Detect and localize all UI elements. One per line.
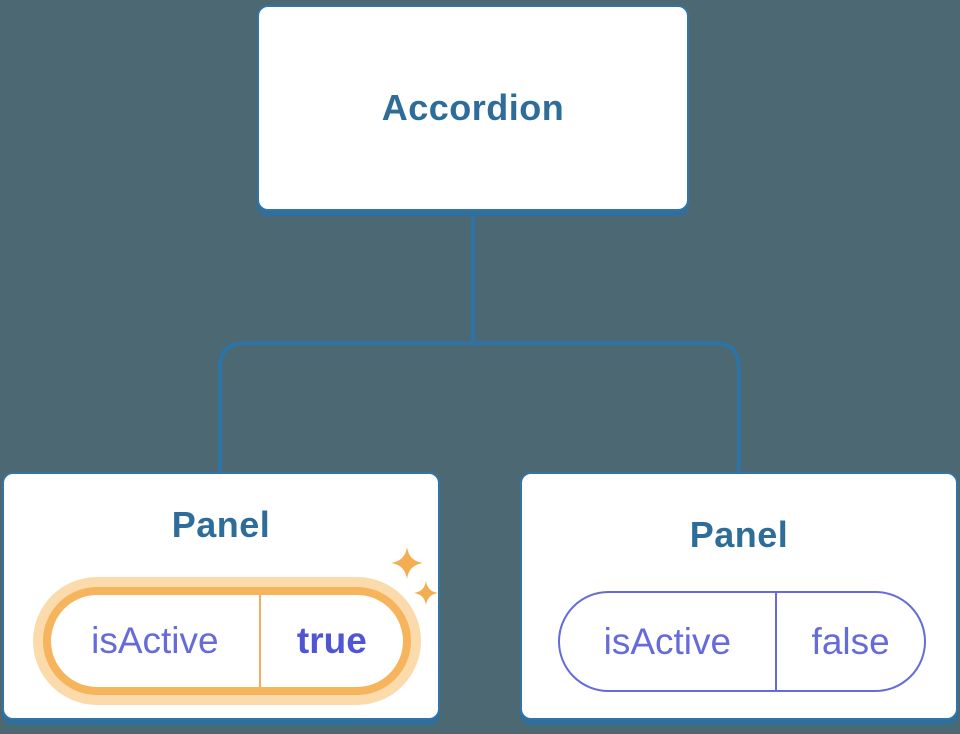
- pill-divider: [774, 593, 778, 690]
- state-pill-inactive: isActive false: [558, 591, 926, 692]
- panel-node-active: Panel isActive true: [2, 472, 440, 720]
- state-key-label: isActive: [91, 620, 219, 661]
- accordion-node-label: Accordion: [381, 87, 565, 128]
- accordion-node: Accordion: [257, 5, 689, 211]
- state-value: false: [811, 620, 890, 662]
- panel-title: Panel: [171, 504, 271, 545]
- panel-title: Panel: [689, 514, 789, 555]
- state-pill-active: isActive true: [43, 587, 411, 695]
- sparkle-large: [391, 547, 423, 579]
- connector-branch: [218, 341, 741, 476]
- pill-divider: [258, 595, 261, 687]
- sparkles-icon: [391, 547, 438, 605]
- panel-node-inactive: Panel isActive false: [520, 472, 958, 720]
- sparkle-small: [414, 581, 438, 605]
- state-key-label: isActive: [603, 620, 732, 662]
- state-value: true: [296, 620, 367, 661]
